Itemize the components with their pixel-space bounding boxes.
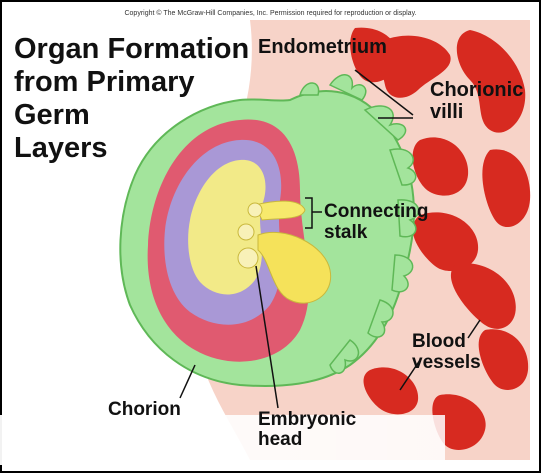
- title-line-2: from Primary: [14, 68, 195, 97]
- copyright-notice: Copyright © The McGraw-Hill Companies, I…: [0, 10, 541, 17]
- label-chorion: Chorion: [108, 400, 181, 419]
- title-line-1: Organ Formation: [14, 35, 249, 64]
- label-endometrium: Endometrium: [258, 37, 387, 57]
- embryo-bud: [238, 224, 254, 240]
- label-connecting: Connecting: [324, 202, 429, 221]
- label-blood: Blood: [412, 332, 466, 351]
- label-head: head: [258, 430, 302, 449]
- label-stalk: stalk: [324, 223, 367, 242]
- label-chorionic: Chorionic: [430, 80, 523, 100]
- label-vessels: vessels: [412, 353, 481, 372]
- label-villi: villi: [430, 102, 463, 122]
- bottom-caption-band: [0, 415, 445, 465]
- embryonic-head-shape: [238, 248, 258, 268]
- title-line-3: Germ: [14, 101, 90, 130]
- title-line-4: Layers: [14, 134, 108, 163]
- embryo-bud: [248, 203, 262, 217]
- label-embryonic: Embryonic: [258, 410, 356, 429]
